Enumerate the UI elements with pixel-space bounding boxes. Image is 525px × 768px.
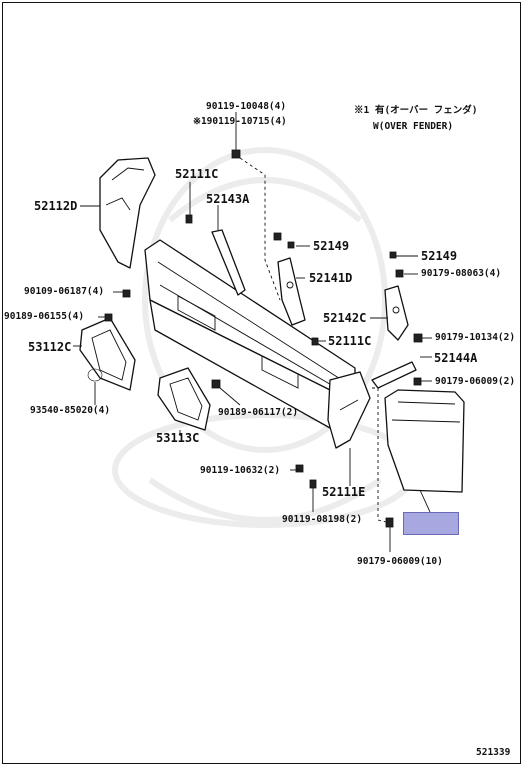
bracket-52144a[interactable] (371, 361, 417, 389)
left-corner-cover[interactable] (99, 157, 156, 269)
label-52143a[interactable]: 52143A (206, 192, 250, 206)
label-93540-85020[interactable]: 93540-85020(4) (30, 405, 111, 416)
label-90189-06117[interactable]: 90189-06117(2) (218, 407, 299, 418)
label-90179-10134[interactable]: 90179-10134(2) (435, 332, 516, 343)
bracket-52143a[interactable] (211, 229, 246, 296)
label-90119-10715[interactable]: ※190119-10715(4) (193, 116, 287, 127)
label-53112c[interactable]: 53112C (28, 340, 72, 354)
note-line-1: ※1 有(オーバー フェンダ) (354, 105, 478, 116)
label-90189-06155[interactable]: 90189-06155(4) (4, 311, 85, 322)
label-52142c[interactable]: 52142C (323, 311, 367, 325)
label-52141d[interactable]: 52141D (309, 271, 353, 285)
leader-lines (73, 112, 432, 552)
label-90119-10048[interactable]: 90119-10048(4) (206, 101, 287, 112)
label-52111c-top[interactable]: 52111C (175, 167, 219, 181)
label-90109-06187[interactable]: 90109-06187(4) (24, 286, 105, 297)
bumper-end-bracket[interactable] (327, 371, 371, 449)
bracket-52141d[interactable] (277, 257, 306, 326)
label-90179-06009-2[interactable]: 90179-06009(2) (435, 376, 516, 387)
label-90119-10632[interactable]: 90119-10632(2) (200, 465, 281, 476)
bracket-52142c[interactable] (384, 285, 409, 341)
fasteners[interactable] (87, 149, 423, 528)
bumper-bar[interactable] (144, 239, 356, 429)
label-90119-08198[interactable]: 90119-08198(2) (282, 514, 363, 525)
label-90179-06009-10[interactable]: 90179-06009(10) (357, 556, 443, 567)
left-lamp-housing-53112c[interactable] (79, 317, 136, 391)
label-90179-08063[interactable]: 90179-08063(4) (421, 268, 502, 279)
right-corner-cover[interactable] (384, 389, 465, 493)
label-52112d[interactable]: 52112D (34, 199, 78, 213)
diagram-code: 521339 (476, 747, 511, 758)
highlight-box (403, 512, 459, 535)
label-53113c[interactable]: 53113C (156, 431, 200, 445)
label-52111e[interactable]: 52111E (322, 485, 366, 499)
note-line-2: W(OVER FENDER) (373, 121, 454, 132)
label-52144a[interactable]: 52144A (434, 351, 478, 365)
label-52149-right[interactable]: 52149 (421, 249, 458, 263)
lamp-housing-53113c[interactable] (157, 367, 211, 431)
label-52149-left[interactable]: 52149 (313, 239, 350, 253)
label-52111c-mid[interactable]: 52111C (328, 334, 372, 348)
